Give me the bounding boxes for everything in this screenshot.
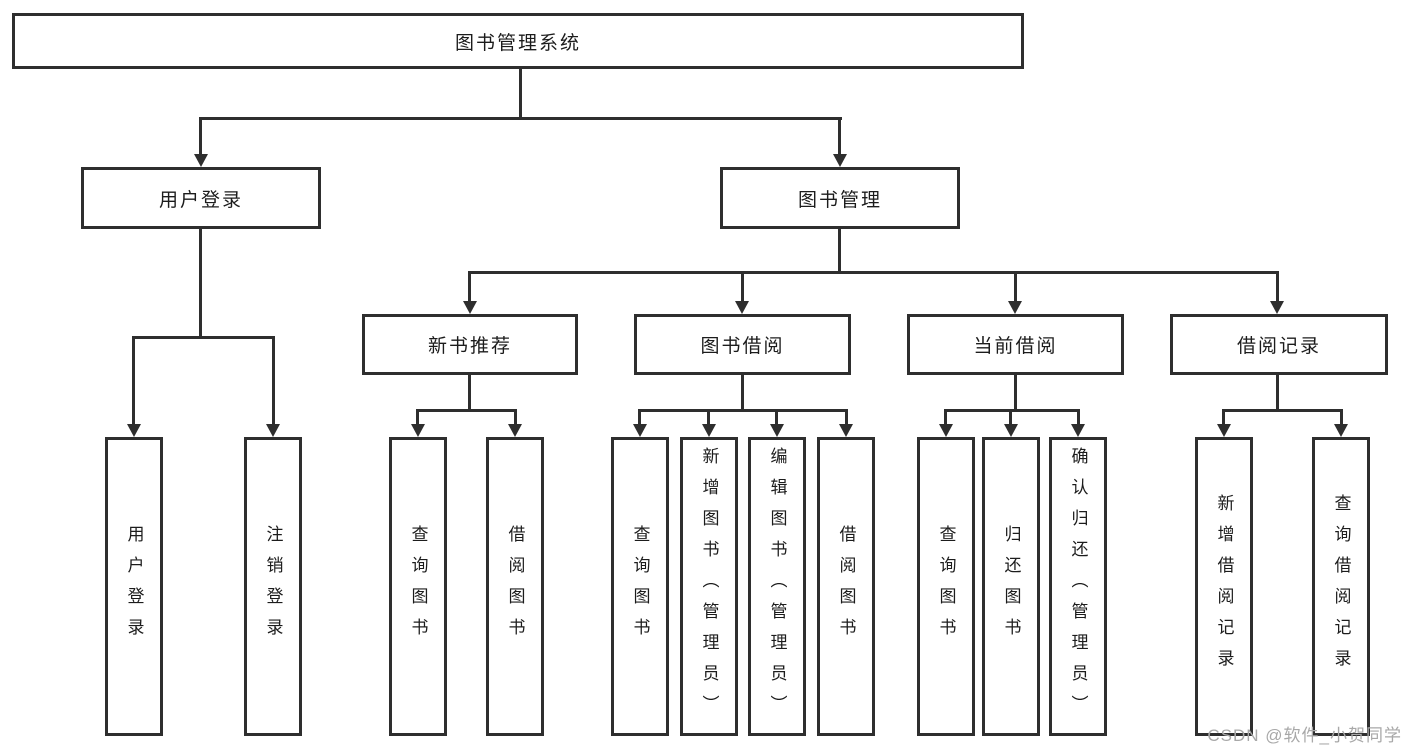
connector-drop-borrow-borrow <box>845 409 848 424</box>
connector-user-login-stem <box>199 229 202 336</box>
arrowhead-borrow-edit <box>770 424 784 437</box>
connector-drop-record-query <box>1340 409 1343 424</box>
node-borrow-record: 借阅记录 <box>1170 314 1388 375</box>
node-leaf-logout: 注销登录 <box>244 437 302 736</box>
arrowhead-user-login <box>194 154 208 167</box>
arrowhead-current-confirm <box>1071 424 1085 437</box>
connector-drop-book-management <box>838 117 841 154</box>
csdn-watermark: CSDN @软件_小贺同学 <box>1207 726 1402 745</box>
node-leaf-recommend-query-book: 查询图书 <box>389 437 447 736</box>
connector-drop-borrow-edit <box>775 409 778 424</box>
node-leaf-borrow-edit-book-admin-label: 编辑图书（管理员） <box>767 447 787 726</box>
arrowhead-current-return <box>1004 424 1018 437</box>
node-leaf-borrow-add-book-admin: 新增图书（管理员） <box>680 437 738 736</box>
node-user-login-label: 用户登录 <box>158 189 243 211</box>
node-leaf-logout-label: 注销登录 <box>263 524 283 649</box>
node-leaf-record-query-label: 查询借阅记录 <box>1331 493 1351 680</box>
connector-level2-bar <box>199 117 842 120</box>
node-root: 图书管理系统 <box>12 13 1024 69</box>
arrowhead-borrow-borrow <box>839 424 853 437</box>
node-leaf-current-query-book: 查询图书 <box>917 437 975 736</box>
connector-new-book-recommend-stem <box>468 375 471 409</box>
node-leaf-borrow-add-book-admin-label: 新增图书（管理员） <box>699 447 719 726</box>
connector-drop-new-book-recommend <box>468 271 471 301</box>
node-leaf-borrow-borrow-book: 借阅图书 <box>817 437 875 736</box>
node-current-borrow: 当前借阅 <box>907 314 1124 375</box>
arrowhead-borrow-add <box>702 424 716 437</box>
connector-drop-current-query <box>944 409 947 424</box>
connector-drop-leaf-logout <box>272 336 275 424</box>
node-leaf-recommend-borrow-book-label: 借阅图书 <box>505 524 525 649</box>
node-book-borrow-label: 图书借阅 <box>700 336 785 357</box>
connector-book-management-stem <box>838 229 841 271</box>
node-leaf-record-add: 新增借阅记录 <box>1195 437 1253 736</box>
node-book-management-label: 图书管理 <box>797 189 882 211</box>
node-leaf-user-login-label: 用户登录 <box>124 524 144 649</box>
connector-drop-leaf-user-login <box>132 336 135 424</box>
connector-root-stem <box>519 68 522 118</box>
connector-borrow-record-bar <box>1222 409 1343 412</box>
node-leaf-recommend-query-book-label: 查询图书 <box>408 524 428 649</box>
arrowhead-record-add <box>1217 424 1231 437</box>
node-leaf-record-query: 查询借阅记录 <box>1312 437 1370 736</box>
node-leaf-borrow-query-book-label: 查询图书 <box>630 524 650 649</box>
node-user-login: 用户登录 <box>81 167 321 229</box>
arrowhead-book-borrow <box>735 301 749 314</box>
connector-book-borrow-bar <box>638 409 848 412</box>
arrowhead-book-management <box>833 154 847 167</box>
arrowhead-borrow-query <box>633 424 647 437</box>
arrowhead-borrow-record <box>1270 301 1284 314</box>
connector-drop-recommend-borrow <box>514 409 517 424</box>
connector-drop-user-login <box>199 117 202 154</box>
arrowhead-new-book-recommend <box>463 301 477 314</box>
node-leaf-current-return-book: 归还图书 <box>982 437 1040 736</box>
arrowhead-current-borrow <box>1008 301 1022 314</box>
node-leaf-current-confirm-return-admin-label: 确认归还（管理员） <box>1068 447 1088 726</box>
arrowhead-leaf-logout <box>266 424 280 437</box>
node-leaf-borrow-query-book: 查询图书 <box>611 437 669 736</box>
connector-drop-record-add <box>1222 409 1225 424</box>
connector-drop-current-return <box>1009 409 1012 424</box>
connector-borrow-record-stem <box>1276 375 1279 409</box>
arrowhead-current-query <box>939 424 953 437</box>
connector-level3-bar <box>468 271 1279 274</box>
node-leaf-current-query-book-label: 查询图书 <box>936 524 956 649</box>
arrowhead-recommend-borrow <box>508 424 522 437</box>
node-book-borrow: 图书借阅 <box>634 314 851 375</box>
connector-drop-borrow-query <box>638 409 641 424</box>
connector-current-borrow-stem <box>1014 375 1017 409</box>
node-new-book-recommend: 新书推荐 <box>362 314 578 375</box>
connector-drop-borrow-add <box>707 409 710 424</box>
arrowhead-recommend-query <box>411 424 425 437</box>
node-leaf-current-return-book-label: 归还图书 <box>1001 524 1021 649</box>
arrowhead-leaf-user-login <box>127 424 141 437</box>
connector-drop-current-borrow <box>1014 271 1017 301</box>
connector-drop-current-confirm <box>1077 409 1080 424</box>
node-current-borrow-label: 当前借阅 <box>973 336 1058 357</box>
node-leaf-borrow-edit-book-admin: 编辑图书（管理员） <box>748 437 806 736</box>
node-borrow-record-label: 借阅记录 <box>1236 336 1321 357</box>
node-leaf-current-confirm-return-admin: 确认归还（管理员） <box>1049 437 1107 736</box>
connector-drop-book-borrow <box>741 271 744 301</box>
connector-book-borrow-stem <box>741 375 744 409</box>
connector-drop-borrow-record <box>1276 271 1279 301</box>
node-root-label: 图书管理系统 <box>454 32 581 54</box>
connector-new-book-recommend-bar <box>416 409 517 412</box>
connector-current-borrow-bar <box>944 409 1080 412</box>
node-leaf-user-login: 用户登录 <box>105 437 163 736</box>
node-leaf-borrow-borrow-book-label: 借阅图书 <box>836 524 856 649</box>
node-leaf-record-add-label: 新增借阅记录 <box>1214 493 1234 680</box>
connector-user-login-bar <box>132 336 275 339</box>
arrowhead-record-query <box>1334 424 1348 437</box>
node-leaf-recommend-borrow-book: 借阅图书 <box>486 437 544 736</box>
connector-drop-recommend-query <box>416 409 419 424</box>
node-new-book-recommend-label: 新书推荐 <box>427 336 512 357</box>
node-book-management: 图书管理 <box>720 167 960 229</box>
